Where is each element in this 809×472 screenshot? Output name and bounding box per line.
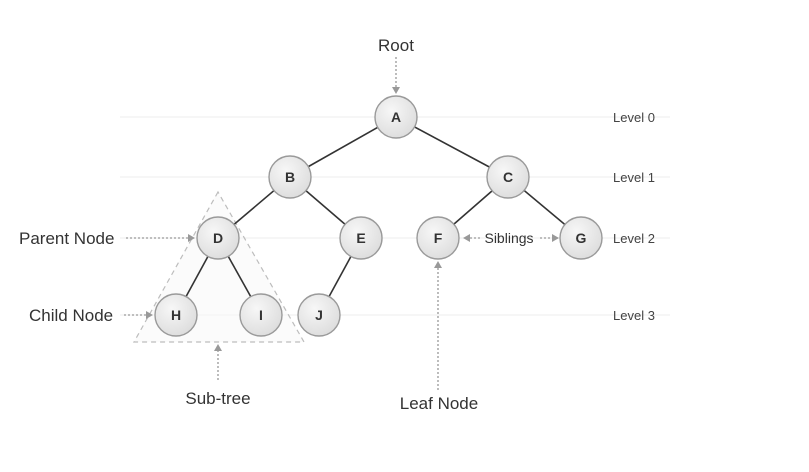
- node-label: E: [356, 230, 365, 246]
- node-label: G: [576, 230, 587, 246]
- node-b: B: [268, 155, 312, 199]
- node-d: D: [196, 216, 240, 260]
- parent-node-label: Parent Node: [19, 229, 114, 248]
- node-circle: [339, 216, 383, 260]
- child-node-label: Child Node: [29, 306, 113, 325]
- level-label-3: Level 3: [613, 308, 655, 323]
- node-label: D: [213, 230, 223, 246]
- node-g: G: [559, 216, 603, 260]
- tree-nodes: A B C D E F G H I J: [154, 95, 603, 337]
- node-a: A: [374, 95, 418, 139]
- node-label: J: [315, 307, 323, 323]
- node-c: C: [486, 155, 530, 199]
- node-circle: [239, 293, 283, 337]
- node-circle: [374, 95, 418, 139]
- node-h: H: [154, 293, 198, 337]
- node-circle: [154, 293, 198, 337]
- node-circle: [559, 216, 603, 260]
- level-label-0: Level 0: [613, 110, 655, 125]
- node-i: I: [239, 293, 283, 337]
- node-circle: [297, 293, 341, 337]
- node-label: I: [259, 307, 263, 323]
- siblings-label: Siblings: [484, 230, 533, 246]
- node-label: F: [434, 230, 443, 246]
- node-label: B: [285, 169, 295, 185]
- node-f: F: [416, 216, 460, 260]
- leaf-node-label: Leaf Node: [400, 394, 478, 413]
- node-e: E: [339, 216, 383, 260]
- level-label-1: Level 1: [613, 170, 655, 185]
- node-circle: [268, 155, 312, 199]
- node-circle: [486, 155, 530, 199]
- node-label: H: [171, 307, 181, 323]
- root-label: Root: [378, 36, 414, 55]
- node-j: J: [297, 293, 341, 337]
- sub-tree-label: Sub-tree: [185, 389, 250, 408]
- node-circle: [196, 216, 240, 260]
- level-label-2: Level 2: [613, 231, 655, 246]
- node-label: A: [391, 109, 401, 125]
- node-circle: [416, 216, 460, 260]
- node-label: C: [503, 169, 513, 185]
